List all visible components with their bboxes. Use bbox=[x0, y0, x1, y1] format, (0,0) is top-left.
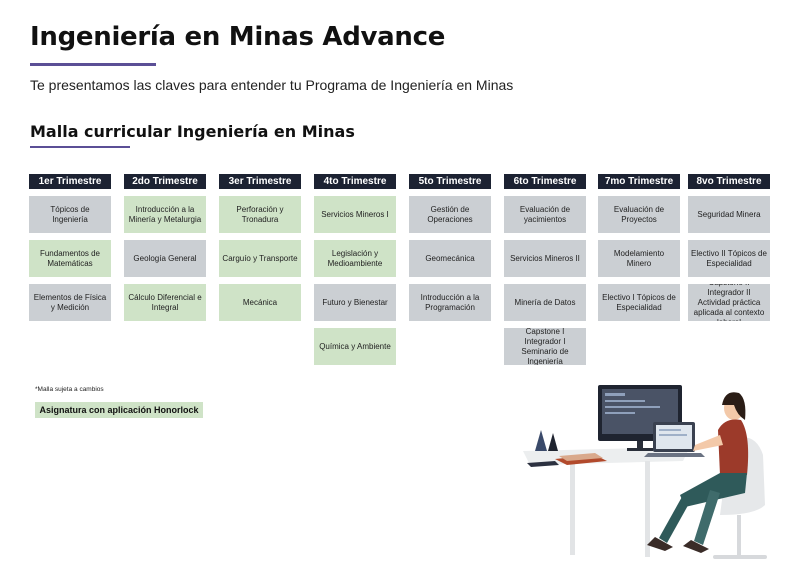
section-title: Malla curricular Ingeniería en Minas bbox=[30, 122, 355, 141]
trimester-header: 1er Trimestre bbox=[29, 174, 111, 189]
course-cell: Introducción a la Minería y Metalurgia bbox=[124, 196, 206, 233]
page-subtitle: Te presentamos las claves para entender … bbox=[30, 77, 514, 93]
course-cell: Electivo II Tópicos de Especialidad bbox=[688, 240, 770, 277]
course-cell: Futuro y Bienestar bbox=[314, 284, 396, 321]
course-cell: Geomecánica bbox=[409, 240, 491, 277]
course-cell: Seguridad Minera bbox=[688, 196, 770, 233]
course-cell: Carguío y Transporte bbox=[219, 240, 301, 277]
course-cell: Minería de Datos bbox=[504, 284, 586, 321]
trimester-header: 4to Trimestre bbox=[314, 174, 396, 189]
course-cell: Geología General bbox=[124, 240, 206, 277]
course-cell: Modelamiento Minero bbox=[598, 240, 680, 277]
course-cell: Evaluación de yacimientos bbox=[504, 196, 586, 233]
trimester-header: 6to Trimestre bbox=[504, 174, 586, 189]
course-cell: Gestión de Operaciones bbox=[409, 196, 491, 233]
trimester-header: 8vo Trimestre bbox=[688, 174, 770, 189]
trimester-header: 7mo Trimestre bbox=[598, 174, 680, 189]
title-underline bbox=[30, 63, 156, 66]
course-cell: Tópicos de Ingeniería bbox=[29, 196, 111, 233]
course-cell: Cálculo Diferencial e Integral bbox=[124, 284, 206, 321]
section-underline bbox=[30, 146, 130, 148]
course-cell: Mecánica bbox=[219, 284, 301, 321]
course-cell: Servicios Mineros II bbox=[504, 240, 586, 277]
course-cell: Introducción a la Programación bbox=[409, 284, 491, 321]
page-title: Ingeniería en Minas Advance bbox=[30, 22, 446, 52]
course-cell: Química y Ambiente bbox=[314, 328, 396, 365]
course-cell: Elementos de Física y Medición bbox=[29, 284, 111, 321]
course-cell: Evaluación de Proyectos bbox=[598, 196, 680, 233]
disclaimer-note: *Malla sujeta a cambios bbox=[35, 386, 104, 393]
trimester-header: 5to Trimestre bbox=[409, 174, 491, 189]
workspace-illustration-icon bbox=[523, 385, 767, 559]
course-cell: Electivo I Tópicos de Especialidad bbox=[598, 284, 680, 321]
course-cell: Fundamentos de Matemáticas bbox=[29, 240, 111, 277]
course-cell: Perforación y Tronadura bbox=[219, 196, 301, 233]
course-cell: Servicios Mineros I bbox=[314, 196, 396, 233]
course-cell: Capstone I Integrador I Seminario de Ing… bbox=[504, 328, 586, 365]
trimester-header: 3er Trimestre bbox=[219, 174, 301, 189]
course-cell: Legislación y Medioambiente bbox=[314, 240, 396, 277]
course-cell: Capstone II Integrador II Actividad prác… bbox=[688, 284, 770, 321]
honorlock-legend: Asignatura con aplicación Honorlock bbox=[35, 402, 203, 418]
trimester-header: 2do Trimestre bbox=[124, 174, 206, 189]
